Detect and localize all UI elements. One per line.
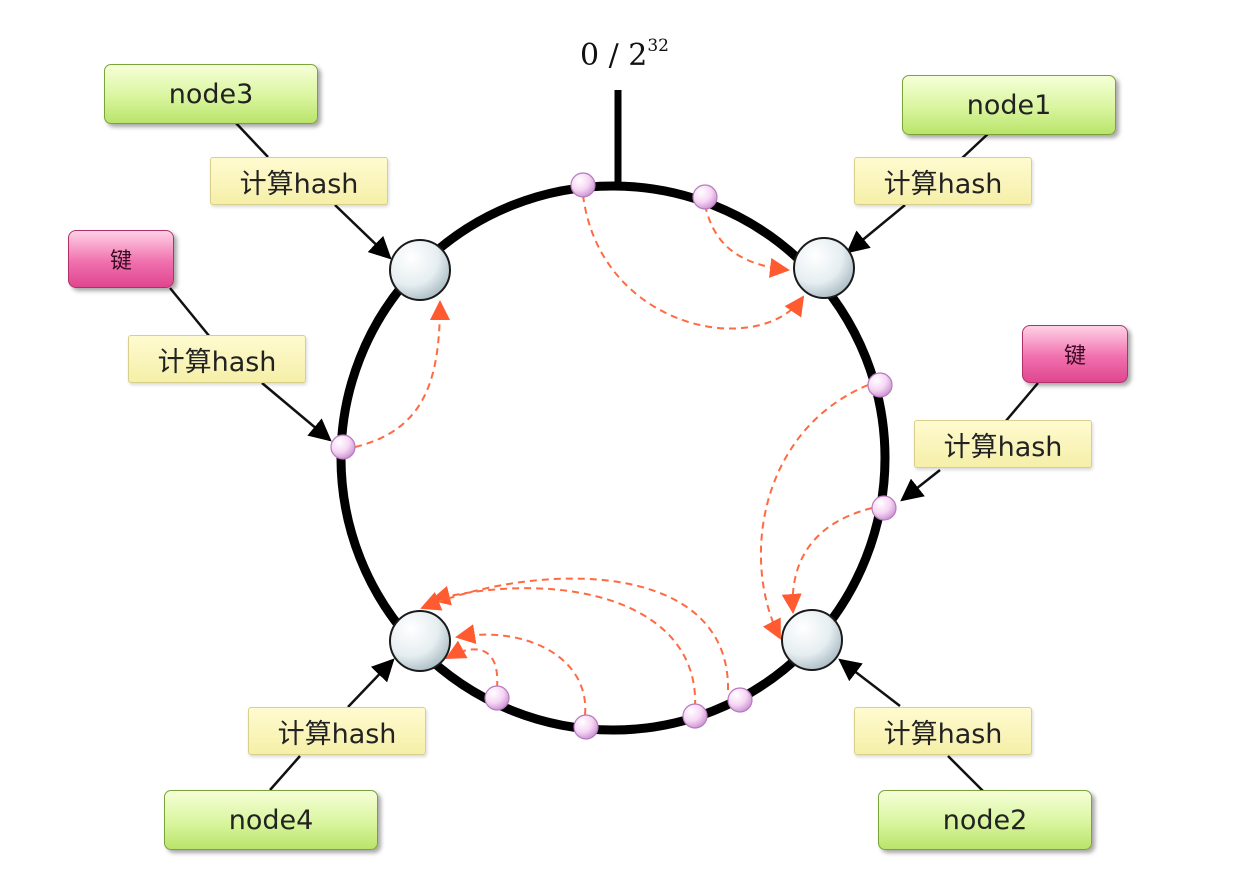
server-node-circle (389, 610, 451, 672)
key-point (682, 703, 708, 729)
key-point (484, 685, 510, 711)
mapping-arrow (704, 204, 790, 278)
ring-origin-label: 0 / 232 (580, 36, 669, 73)
hash-arrow (334, 204, 392, 260)
mapping-arrow (354, 300, 450, 448)
mapping-arrow (759, 384, 869, 640)
key-point (573, 714, 599, 740)
mapping-arrow (420, 577, 730, 691)
mapping-arrow (430, 585, 697, 708)
connector-line (947, 755, 985, 793)
key-box-left: 键 (68, 230, 174, 288)
ring-origin-base: 0 / 2 (580, 38, 648, 73)
connector-line (169, 287, 211, 338)
hash-label-node4: 计算hash (248, 707, 426, 755)
mapping-arrow (781, 507, 873, 614)
hash-arrow (846, 204, 906, 254)
key-point (727, 687, 753, 713)
hash-arrow (900, 469, 941, 502)
ring-origin-exponent: 32 (647, 36, 669, 56)
mapping-arrow (445, 640, 499, 689)
mapping-arrow (455, 624, 587, 716)
hash-label-key-right: 计算hash (914, 420, 1092, 468)
connector-line (1004, 382, 1039, 423)
connector-line (234, 121, 269, 158)
node3-box: node3 (104, 64, 318, 124)
hash-label-node2: 计算hash (854, 707, 1032, 755)
node2-box: node2 (878, 790, 1092, 850)
hash-label-node1: 计算hash (854, 157, 1032, 205)
hash-label-key-left: 计算hash (128, 335, 306, 383)
server-node-circle (781, 609, 843, 671)
key-point (692, 184, 718, 210)
connector-line (269, 755, 301, 791)
key-point (570, 172, 596, 198)
node1-box: node1 (902, 75, 1116, 135)
key-point (867, 372, 893, 398)
hash-arrow (838, 658, 901, 707)
key-point (330, 434, 356, 460)
server-node-circle (389, 239, 451, 301)
hash-arrow (347, 658, 395, 708)
node4-box: node4 (164, 790, 378, 850)
server-node-circle (793, 237, 855, 299)
connector-line (959, 131, 991, 161)
hash-arrow (261, 382, 332, 442)
mapping-arrow (582, 194, 805, 330)
hash-label-node3: 计算hash (210, 157, 388, 205)
key-point (871, 495, 897, 521)
key-box-right: 键 (1022, 325, 1128, 383)
